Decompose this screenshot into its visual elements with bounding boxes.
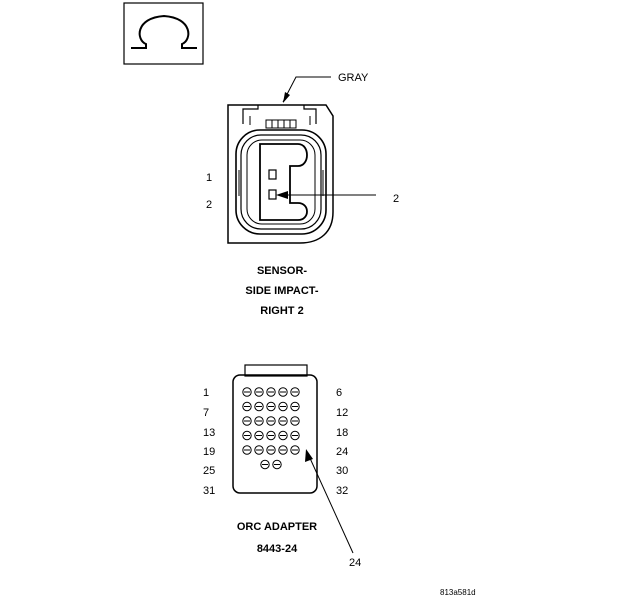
sensor-connector xyxy=(227,104,334,244)
wire-color-label: GRAY xyxy=(338,72,369,84)
sensor-title-line-3: RIGHT 2 xyxy=(260,305,303,317)
orc-pin-cavity-13 xyxy=(266,416,276,426)
orc-pin-label-6: 6 xyxy=(336,387,342,399)
orc-pin-cavity-15 xyxy=(290,416,300,426)
orc-pin-cavity-3 xyxy=(266,387,276,397)
orc-pin-cavity-16 xyxy=(242,430,252,441)
orc-pin-label-18: 18 xyxy=(336,427,348,439)
orc-pin-cavity-12 xyxy=(254,416,264,426)
gray-wire-callout: GRAY xyxy=(282,72,369,103)
orc-pin-cavity-10 xyxy=(290,401,300,412)
orc-pin-cavity-27 xyxy=(272,459,282,470)
orc-pin-label-13: 13 xyxy=(203,427,215,439)
orc-pin-cavity-9 xyxy=(278,401,288,412)
orc-pin-label-25: 25 xyxy=(203,465,215,477)
orc-pin-cavity-19 xyxy=(278,430,288,441)
orc-pin-cavity-26 xyxy=(260,459,270,470)
orc-pin-cavity-4 xyxy=(278,387,288,397)
orc-pin-label-32: 32 xyxy=(336,485,348,497)
sensor-callout-label: 2 xyxy=(393,193,399,205)
orc-pin-cavity-17 xyxy=(254,430,264,441)
orc-pin-cavity-23 xyxy=(266,445,276,455)
orc-pin-cavity-21 xyxy=(242,445,252,455)
orc-pin-cavity-1 xyxy=(242,387,252,397)
orc-pin-cavity-24 xyxy=(278,445,288,455)
orc-pin-label-12: 12 xyxy=(336,407,348,419)
orc-pin-label-1: 1 xyxy=(203,387,209,399)
orc-pin-cavity-14 xyxy=(278,416,288,426)
orc-callout-label: 24 xyxy=(349,557,361,569)
sensor-title-line-1: SENSOR- xyxy=(257,265,307,277)
orc-pin-label-19: 19 xyxy=(203,446,215,458)
orc-pin-cavity-7 xyxy=(254,401,264,412)
orc-pin-cavity-8 xyxy=(266,401,276,412)
orc-pin-callout: 24 xyxy=(305,449,361,569)
sensor-pin-1-cavity xyxy=(268,169,277,180)
orc-pin-cavity-2 xyxy=(254,387,264,397)
ohm-symbol-box xyxy=(123,2,204,65)
orc-pin-cavity-20 xyxy=(290,430,300,441)
orc-pin-cavity-11 xyxy=(242,416,252,426)
orc-pin-cavity-18 xyxy=(266,430,276,441)
orc-pin-cavity-25 xyxy=(290,445,300,455)
orc-right-pin-labels: 6 12 18 24 30 32 xyxy=(336,387,348,497)
sensor-pin-label-1: 1 xyxy=(206,172,212,184)
orc-adapter-connector xyxy=(232,364,318,494)
orc-pin-label-30: 30 xyxy=(336,465,348,477)
sensor-title-line-2: SIDE IMPACT- xyxy=(245,285,318,297)
orc-pin-label-31: 31 xyxy=(203,485,215,497)
orc-title-line-2: 8443-24 xyxy=(257,543,298,555)
orc-pin-grid xyxy=(242,387,300,470)
ohm-icon xyxy=(131,14,197,49)
figure-id: 813a581d xyxy=(440,588,476,597)
sensor-pin-2-cavity xyxy=(268,189,277,200)
sensor-pin-label-2: 2 xyxy=(206,199,212,211)
orc-pin-label-7: 7 xyxy=(203,407,209,419)
orc-pin-cavity-22 xyxy=(254,445,264,455)
orc-pin-cavity-6 xyxy=(242,401,252,412)
orc-pin-label-24: 24 xyxy=(336,446,348,458)
orc-title-line-1: ORC ADAPTER xyxy=(237,521,317,533)
sensor-pin-callout: 2 xyxy=(276,191,399,205)
orc-left-pin-labels: 1 7 13 19 25 31 xyxy=(203,387,215,497)
orc-pin-cavity-5 xyxy=(290,387,300,397)
